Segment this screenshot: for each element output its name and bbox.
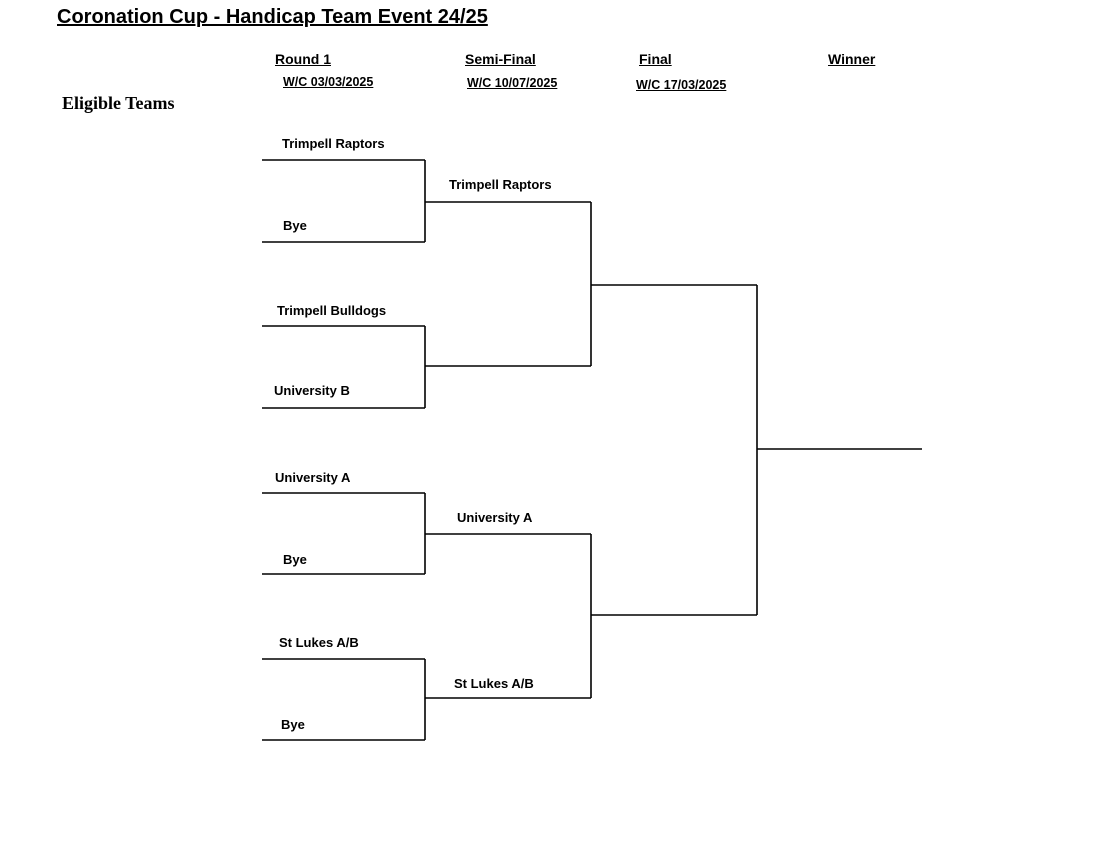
r1-team-8: Bye — [281, 717, 305, 732]
r1-team-6: Bye — [283, 552, 307, 567]
page-title: Coronation Cup - Handicap Team Event 24/… — [57, 6, 488, 28]
sf-team-1: Trimpell Raptors — [449, 177, 552, 192]
semi-final-heading: Semi-Final — [465, 51, 536, 67]
round-1-date: W/C 03/03/2025 — [283, 75, 374, 89]
semi-final-date: W/C 10/07/2025 — [467, 76, 558, 90]
eligible-teams-label: Eligible Teams — [62, 93, 175, 113]
final-date: W/C 17/03/2025 — [636, 78, 727, 92]
final-heading: Final — [639, 51, 672, 67]
r1-team-7: St Lukes A/B — [279, 635, 359, 650]
r1-team-5: University A — [275, 470, 351, 485]
r1-team-4: University B — [274, 383, 350, 398]
r1-team-2: Bye — [283, 218, 307, 233]
round-1-heading: Round 1 — [275, 51, 331, 67]
sf-team-3: University A — [457, 510, 533, 525]
r1-team-3: Trimpell Bulldogs — [277, 303, 387, 318]
winner-heading: Winner — [828, 51, 876, 67]
sf-team-4: St Lukes A/B — [454, 676, 534, 691]
r1-team-1: Trimpell Raptors — [282, 136, 385, 151]
